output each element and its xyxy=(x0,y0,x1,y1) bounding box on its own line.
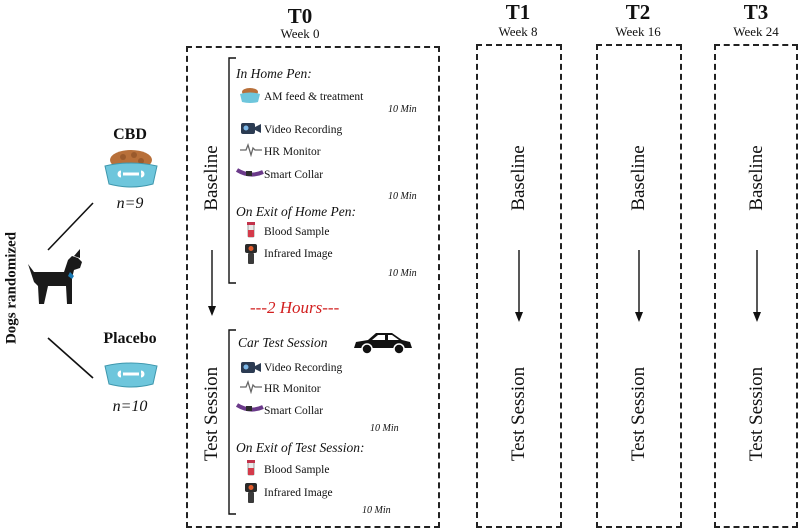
video-camera-icon xyxy=(241,123,261,134)
baseline-duration-3: 10 Min xyxy=(388,268,417,279)
video-recording-label: Video Recording xyxy=(264,124,343,136)
test-blood-sample-label: Blood Sample xyxy=(264,464,330,476)
t0-header: T0 xyxy=(287,4,313,28)
test-video-recording-label: Video Recording xyxy=(264,362,343,374)
test-duration-1: 10 Min xyxy=(370,423,399,434)
video-camera-icon xyxy=(241,362,261,373)
t2-header: T2 xyxy=(625,0,651,24)
smart-collar-label: Smart Collar xyxy=(264,169,324,181)
blood-sample-label: Blood Sample xyxy=(264,226,330,238)
test-hr-monitor-label: HR Monitor xyxy=(264,383,321,395)
test-smart-collar-label: Smart Collar xyxy=(264,405,324,417)
hr-monitor-icon xyxy=(240,380,262,394)
blood-sample-icon xyxy=(247,460,255,476)
group-cbd-label: CBD xyxy=(113,126,147,143)
cbd-food-bowl-icon xyxy=(104,150,158,188)
hr-monitor-label: HR Monitor xyxy=(264,146,321,158)
two-hours-interval: ---2 Hours--- xyxy=(250,298,340,317)
test-infrared-image-label: Infrared Image xyxy=(264,487,333,499)
t3-week: Week 24 xyxy=(733,24,779,39)
t3-header: T3 xyxy=(743,0,769,24)
group-placebo-n: n=10 xyxy=(112,398,148,415)
blood-sample-icon xyxy=(247,222,255,238)
food-bowl-icon xyxy=(240,88,260,103)
test-duration-2: 10 Min xyxy=(362,505,391,516)
t2-box xyxy=(596,44,682,528)
t2-week: Week 16 xyxy=(615,24,661,39)
group-placebo-label: Placebo xyxy=(103,330,157,347)
car-icon xyxy=(354,333,412,355)
t1-week: Week 8 xyxy=(498,24,538,39)
t1-box xyxy=(476,44,562,528)
infrared-camera-icon xyxy=(245,483,257,503)
exit-home-pen-heading: On Exit of Home Pen: xyxy=(236,204,356,219)
infrared-camera-icon xyxy=(245,244,257,264)
car-test-session-heading: Car Test Session xyxy=(238,335,328,350)
group-cbd-n: n=9 xyxy=(116,195,144,212)
infrared-image-label: Infrared Image xyxy=(264,248,333,260)
t1-header: T1 xyxy=(505,0,531,24)
am-feed-label: AM feed & treatment xyxy=(264,91,364,103)
hr-monitor-icon xyxy=(240,143,262,157)
exit-test-session-heading: On Exit of Test Session: xyxy=(236,440,365,455)
smart-collar-icon xyxy=(236,168,264,177)
t0-week: Week 0 xyxy=(280,26,320,41)
dog-icon xyxy=(28,249,82,304)
baseline-duration-2: 10 Min xyxy=(388,191,417,202)
smart-collar-icon xyxy=(236,403,264,412)
placebo-food-bowl-icon xyxy=(104,362,158,388)
home-pen-heading: In Home Pen: xyxy=(236,66,312,81)
t3-box xyxy=(714,44,798,528)
t0-box xyxy=(186,46,440,528)
baseline-duration-1: 10 Min xyxy=(388,104,417,115)
